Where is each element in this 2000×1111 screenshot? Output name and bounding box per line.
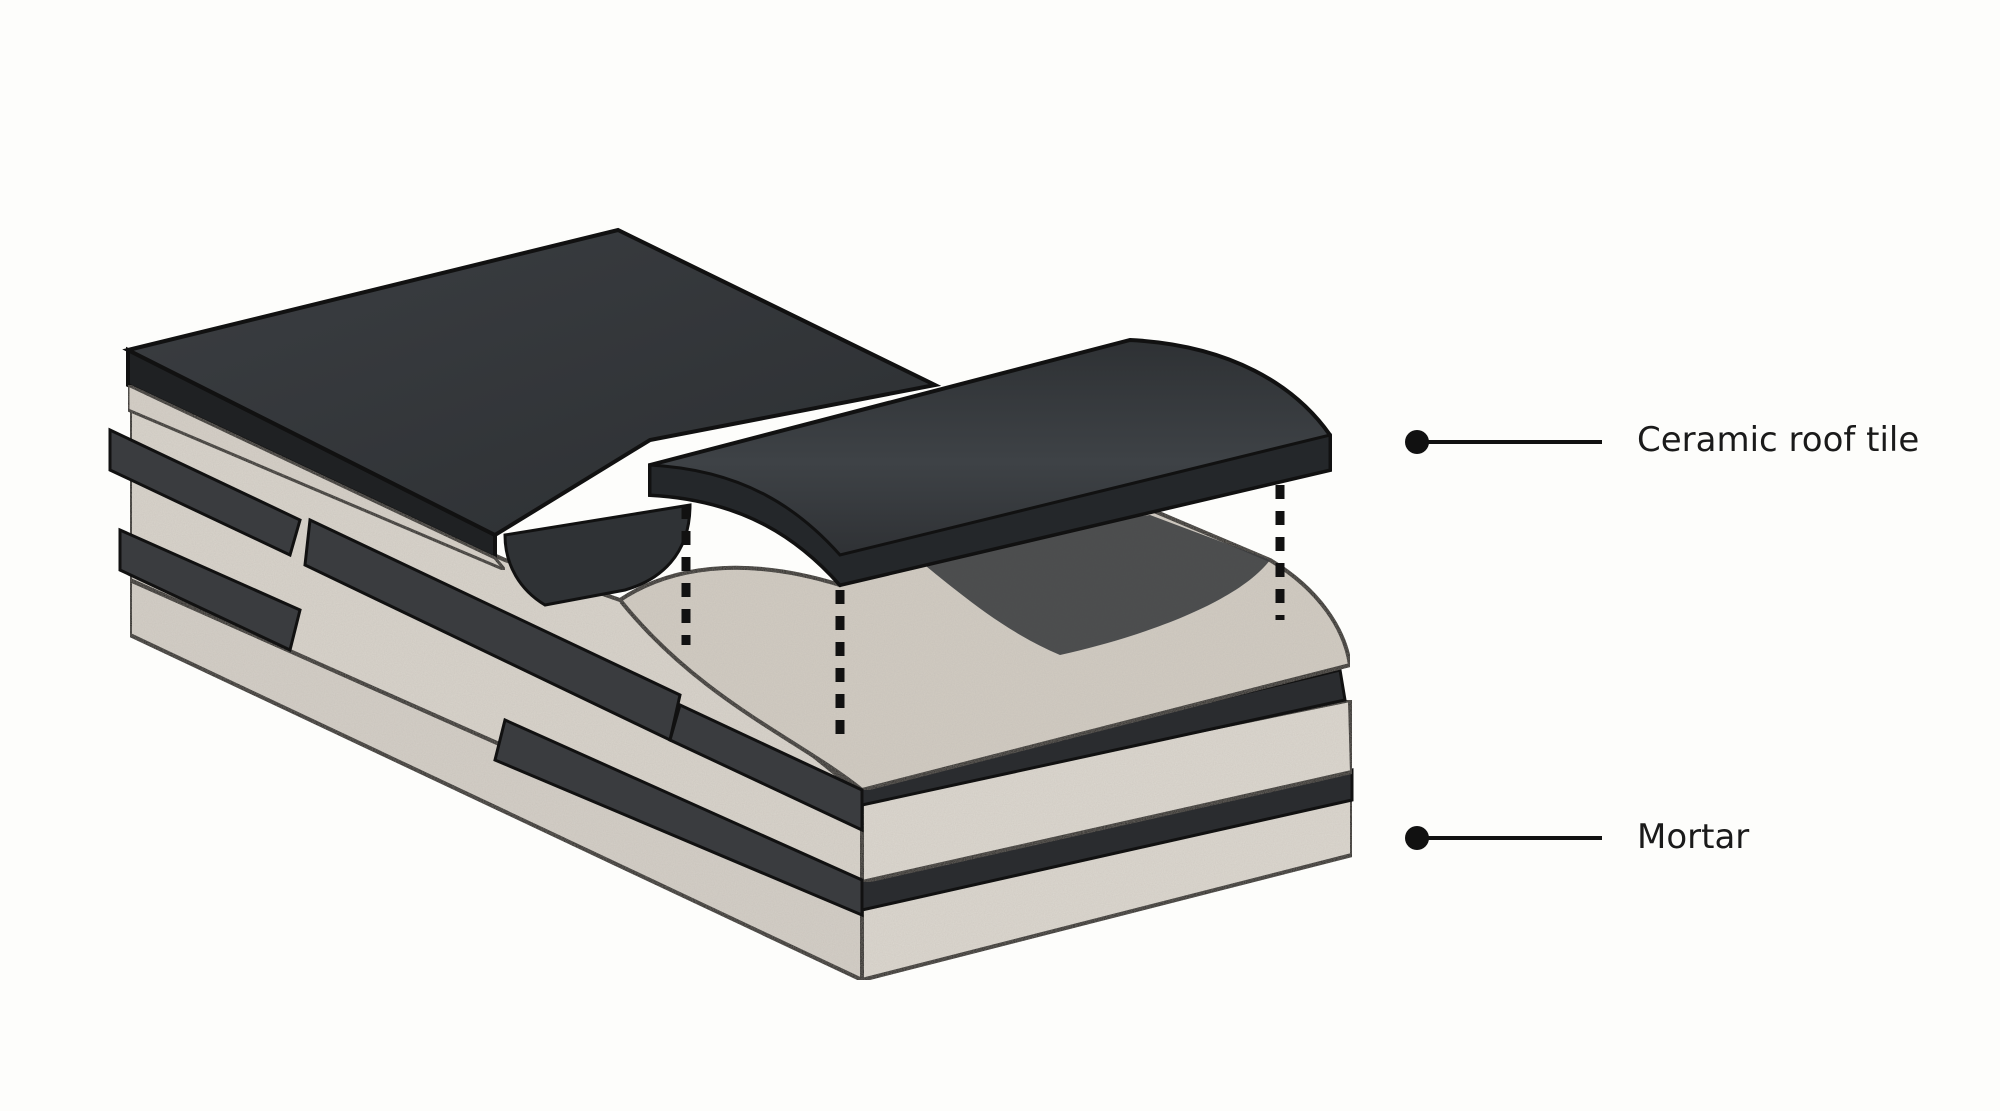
embedded-tile-1 <box>118 527 302 653</box>
flat-roof-tile <box>122 227 942 607</box>
curved-tile-front-edge <box>648 433 1332 587</box>
callout-mortar <box>1405 826 1602 850</box>
embedded-tile-5 <box>108 427 302 558</box>
placement-guides <box>681 485 1285 735</box>
mortar-block <box>108 391 1355 984</box>
embedded-tile-4 <box>493 717 864 918</box>
callout-ceramic-roof-tile <box>1405 430 1602 454</box>
callout-label-ceramic-roof-tile: Ceramic roof tile <box>1637 420 1920 460</box>
curved-roof-tile <box>648 337 1332 588</box>
embedded-tile-3 <box>668 702 864 833</box>
callout-label-mortar: Mortar <box>1637 817 1750 857</box>
mortar-under-top-tile <box>126 382 507 572</box>
flat-tile-top <box>122 227 942 538</box>
